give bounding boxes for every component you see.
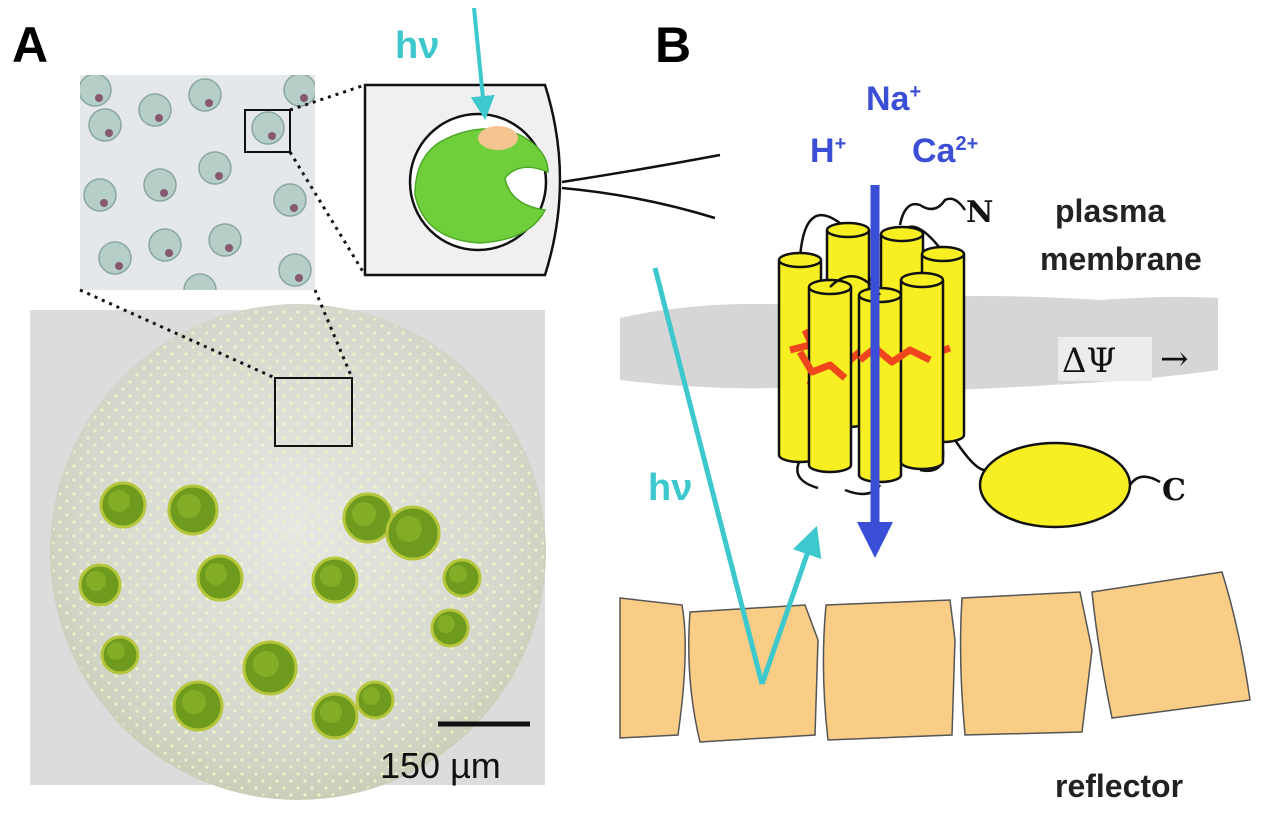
panel-b-label: B [655,17,691,73]
daughter-colony [385,505,441,561]
cell [88,108,122,142]
c-tail [1128,475,1161,486]
potential-arrow: → [1160,339,1189,379]
cell-schematic [363,83,721,277]
daughter-colony [342,492,394,544]
linker [953,439,986,472]
daughter-colony [78,563,122,607]
daughter-colony [311,556,359,604]
cell [198,151,232,185]
zoom-line [288,151,367,276]
flagellum [561,153,721,184]
membrane-potential: ΔΨ [1062,341,1116,381]
transmembrane-helix [857,286,903,484]
reflector-label: reflector [1055,768,1183,804]
volvox-photo [30,304,546,800]
daughter-colony [167,484,219,536]
reflected-light-ray [759,525,822,685]
reflector-cell [822,599,956,741]
reflector-cell [959,591,1093,736]
incident-light-ray [652,267,765,685]
panel-a-label: A [12,17,48,73]
chloroplast [414,128,549,244]
daughter-colony [196,554,244,602]
zoom-line [79,288,276,380]
membrane-label-line2: membrane [1040,241,1202,277]
daughter-colony [100,635,140,675]
reflector-cells [619,571,1251,743]
light-label-b: hν [648,467,692,509]
light-arrow-a [470,7,495,120]
n-terminus-label: N [966,195,993,230]
cell [278,253,312,287]
cell [283,75,315,107]
membrane-label-line1: plasma [1055,193,1165,229]
eyespot [478,126,518,150]
cell [183,273,217,290]
light-label-a: hν [395,25,439,67]
c-terminal-domain [978,441,1132,529]
cell [98,241,132,275]
potential-box [1058,337,1152,381]
transmembrane-helix [899,271,945,471]
reflector-cell [619,597,686,739]
cell [138,93,172,127]
micrograph-inset [80,75,315,290]
cell [208,223,242,257]
daughter-colony [172,680,224,732]
inset-selection-box [244,109,291,153]
ion-ca: Ca2+ [912,132,978,170]
c-terminus-label: C [1162,473,1186,508]
ion-na: Na+ [866,80,921,118]
photo-selection-box [274,377,353,447]
daughter-colony [242,640,298,696]
zoom-line [289,83,366,112]
ion-h: H+ [810,132,846,170]
reflector-cell [1091,571,1251,719]
cell [188,78,222,112]
daughter-colony [442,558,482,598]
cell [273,183,307,217]
channelrhodopsin [777,213,966,496]
daughter-colony [430,608,470,648]
scale-bar-label: 150 µm [380,745,501,786]
cell [148,228,182,262]
reflector-cell [688,604,819,743]
daughter-colony [355,680,395,720]
cell [143,168,177,202]
cell [83,178,117,212]
flagellum [561,186,716,220]
cell [251,111,285,145]
retinal [796,344,932,381]
cell [80,75,112,107]
daughter-colony [99,481,147,529]
transmembrane-helix [807,278,853,474]
n-tail [898,197,967,226]
daughter-colony [311,692,359,740]
